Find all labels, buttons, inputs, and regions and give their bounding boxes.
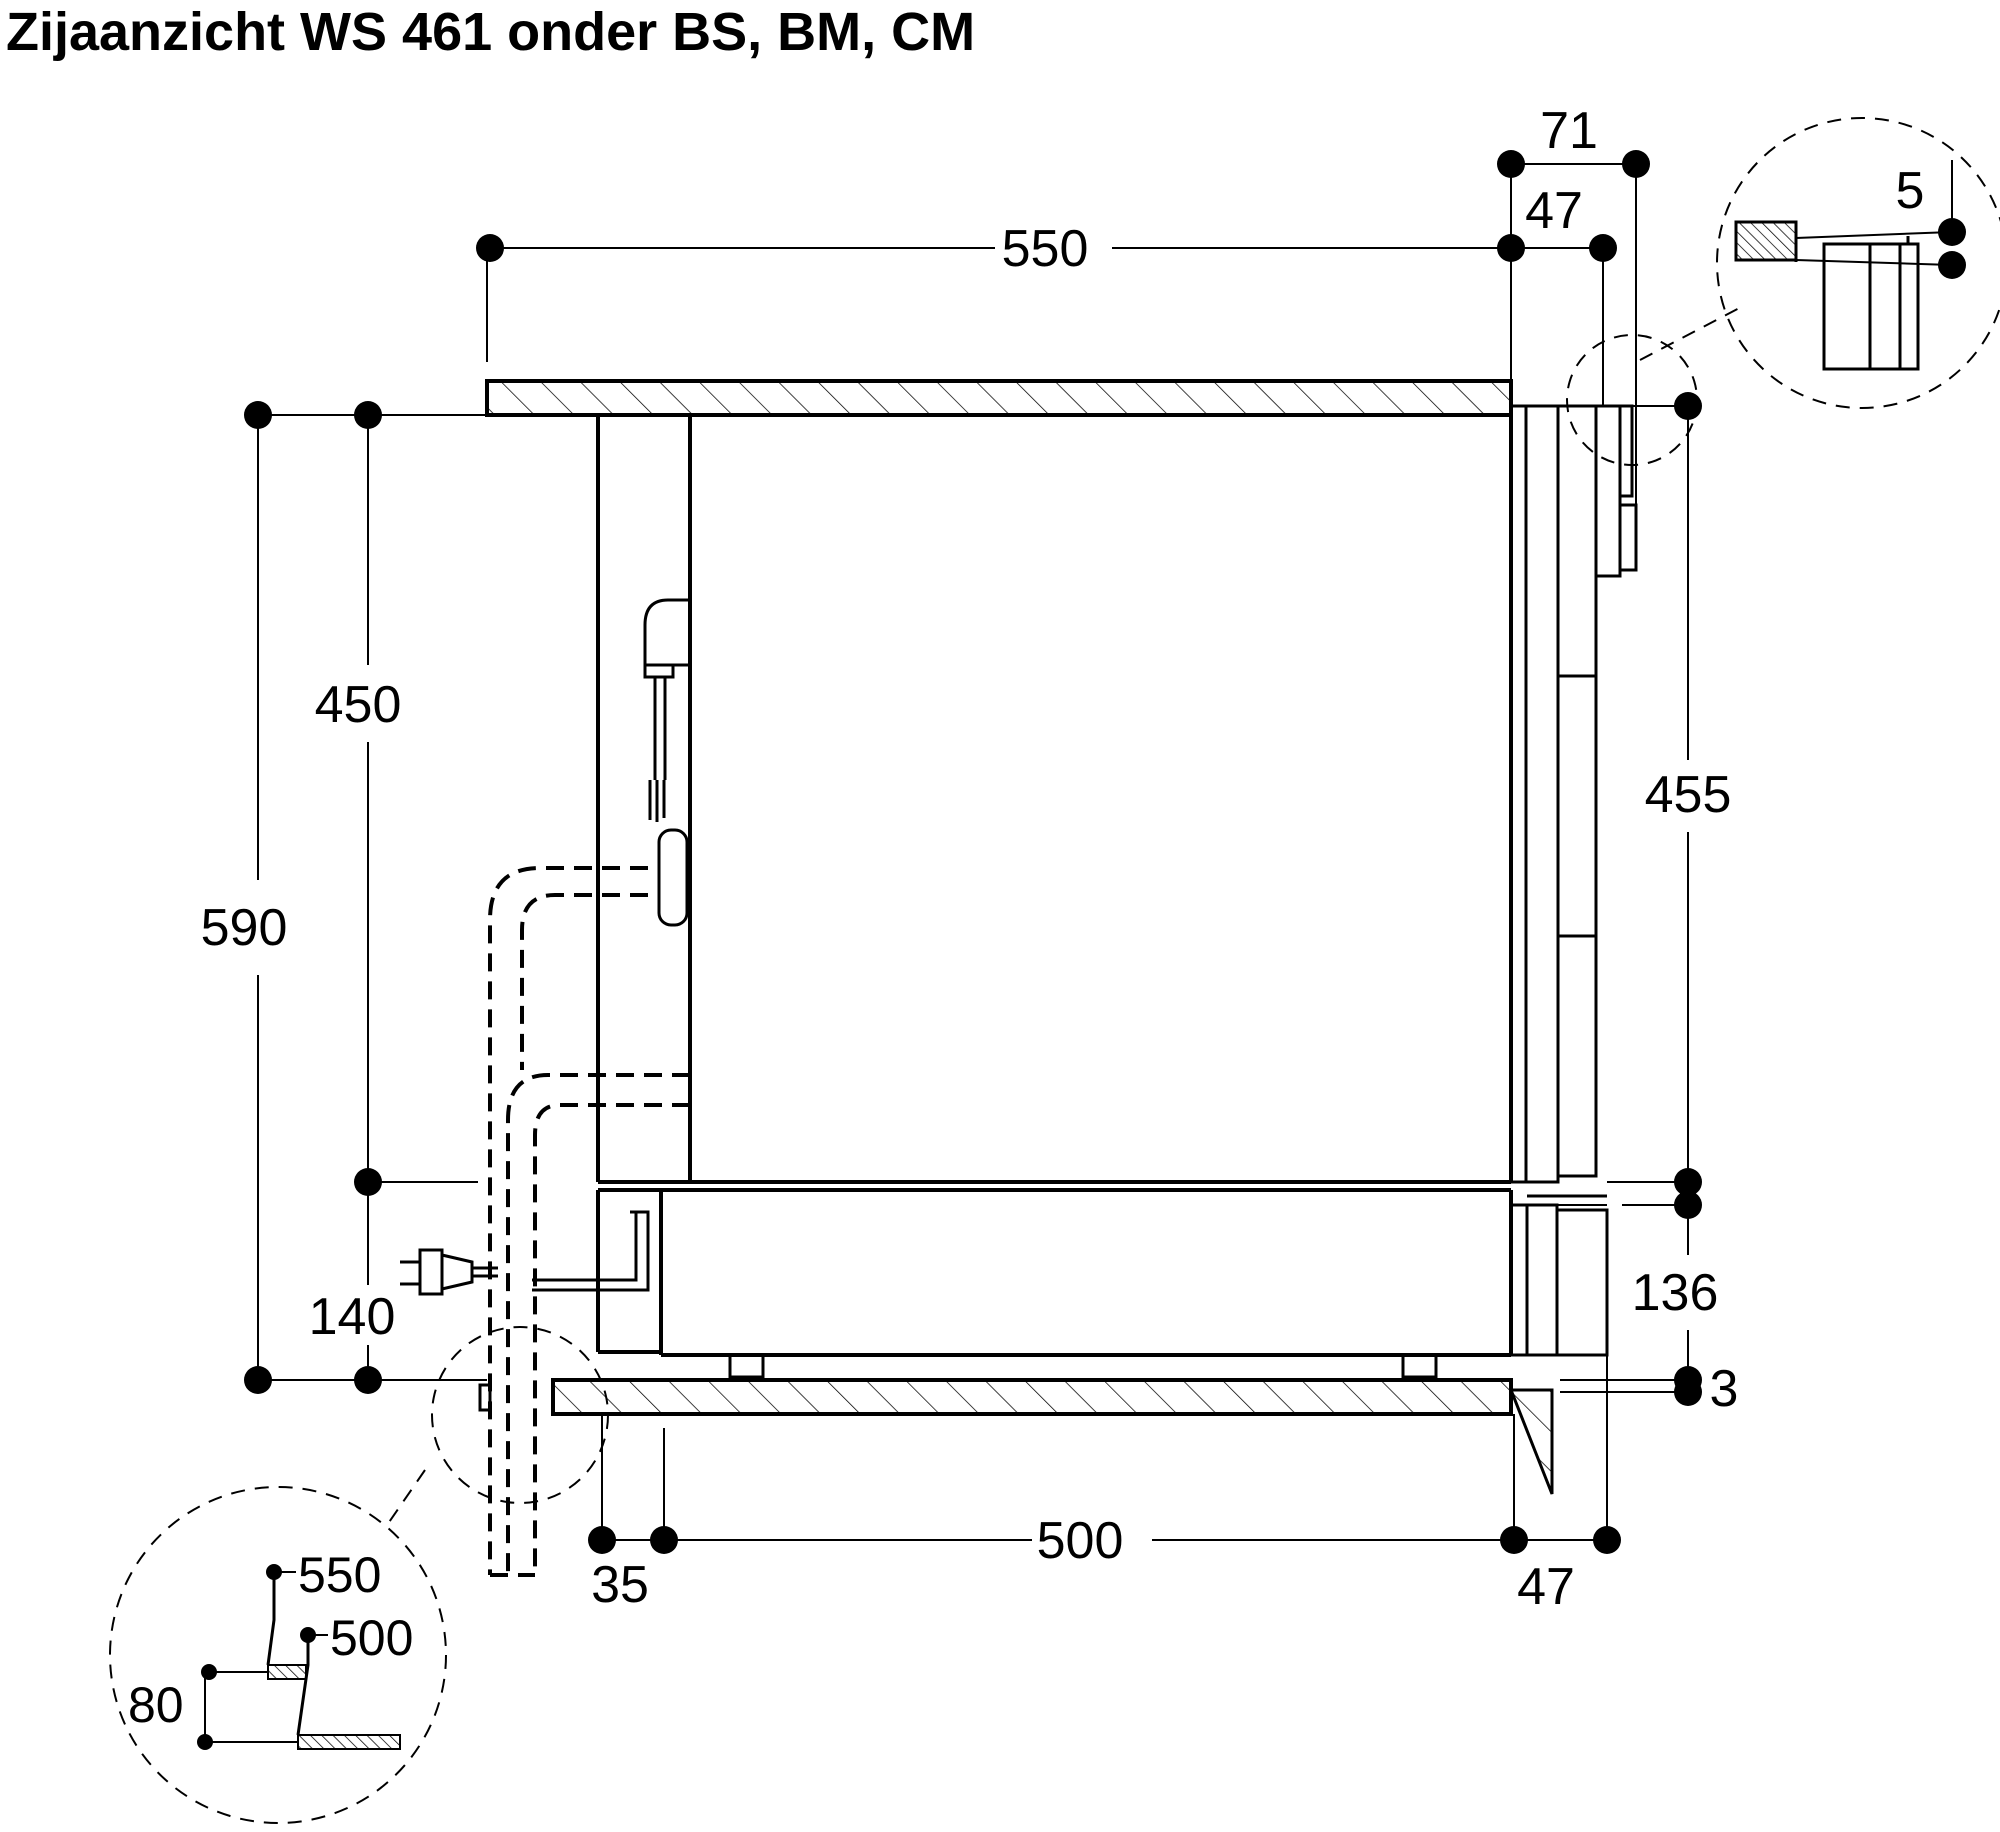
dim-47-top-label: 47 [1525, 182, 1583, 240]
detail-circle-top [1566, 117, 2000, 466]
dim-140-label: 140 [309, 1288, 396, 1346]
dim-5-label: 5 [1896, 162, 1925, 220]
detail-550-label: 550 [298, 1547, 381, 1603]
dim-3-label: 3 [1710, 1360, 1739, 1418]
diagram-title: Zijaanzicht WS 461 onder BS, BM, CM [6, 2, 976, 62]
detail-circle-bottom: 550 500 80 [109, 1326, 609, 1824]
dim-450-label: 450 [315, 676, 402, 734]
dimension-labels: 550 71 47 5 450 590 455 140 136 3 500 35… [201, 102, 1925, 1616]
dim-47-bottom-label: 47 [1517, 1558, 1575, 1616]
dim-455-label: 455 [1645, 766, 1732, 824]
dimension-dots [244, 150, 1966, 1554]
worktop-top [485, 379, 1513, 417]
oven-connector-pipe [643, 598, 690, 927]
dim-35-label: 35 [591, 1556, 649, 1614]
dim-136-label: 136 [1632, 1264, 1719, 1322]
dim-590-label: 590 [201, 899, 288, 957]
dim-500-label: 500 [1037, 1512, 1124, 1570]
detail-500-label: 500 [330, 1610, 413, 1666]
oven-body [596, 381, 1513, 1184]
cable-duct-dashed [478, 866, 690, 1577]
dim-71-label: 71 [1540, 102, 1598, 160]
shelf-bottom [551, 1378, 1554, 1495]
warming-drawer [532, 1188, 1609, 1379]
power-plug-icon [400, 1248, 498, 1296]
oven-front [1509, 404, 1638, 1184]
dimension-lines [257, 163, 1689, 1541]
detail-80-label: 80 [128, 1677, 184, 1733]
dim-550-label: 550 [1002, 220, 1089, 278]
